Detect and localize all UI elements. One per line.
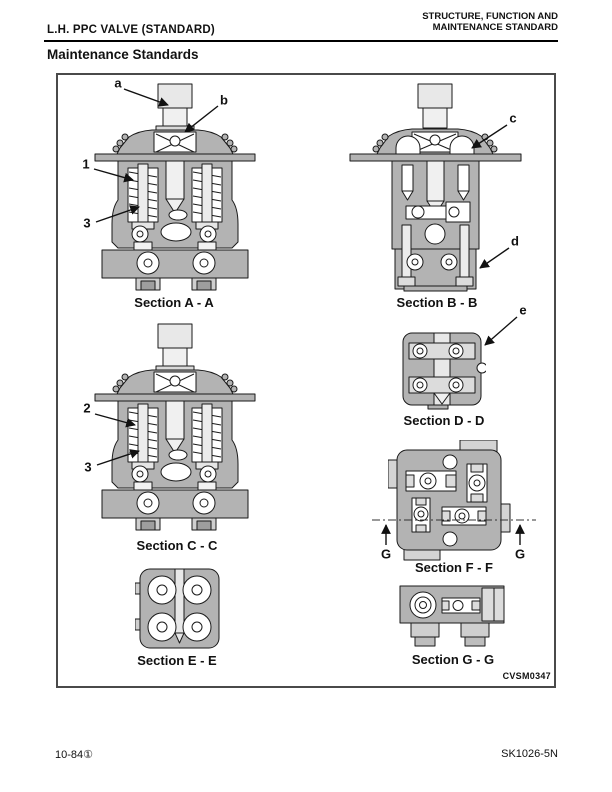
callout-label-d: d <box>511 233 519 249</box>
header-rule <box>44 40 558 42</box>
section-d-d-diagram <box>402 332 486 410</box>
caption-section-a-a: Section A - A <box>134 295 214 310</box>
callout-label-a: a <box>114 75 122 91</box>
caption-section-g-g: Section G - G <box>411 652 495 667</box>
doc-code: SK1026-5N <box>501 748 558 760</box>
section-b-b-diagram <box>349 83 522 292</box>
callout-label-c: c <box>509 110 517 126</box>
page-footer: 10-84① SK1026-5N <box>55 748 558 761</box>
caption-section-b-b: Section B - B <box>396 295 478 310</box>
section-c-c-diagram <box>94 323 256 531</box>
section-a-a-diagram <box>94 83 256 291</box>
caption-section-f-f: Section F - F <box>415 560 493 575</box>
callout-label-g-right: G <box>514 546 526 562</box>
callout-label-g-left: G <box>380 546 392 562</box>
callout-label-3-section-a: 3 <box>83 215 91 231</box>
header-right-line2: MAINTENANCE STANDARD <box>432 21 558 33</box>
section-g-g-diagram <box>399 585 505 647</box>
figure-code: CVSM0347 <box>502 671 551 681</box>
figure-box: a b 1 3 c d 2 3 e G G Section A - A Sect… <box>56 73 556 688</box>
header-right-line1: STRUCTURE, FUNCTION AND <box>422 11 558 22</box>
page-number: 10-84① <box>55 749 93 761</box>
caption-section-c-c: Section C - C <box>136 538 218 553</box>
page-header-right-title: STRUCTURE, FUNCTION AND MAINTENANCE STAN… <box>422 11 558 33</box>
caption-section-e-e: Section E - E <box>137 653 217 668</box>
callout-label-e: e <box>519 302 527 318</box>
callout-label-2: 2 <box>83 400 91 416</box>
section-e-e-diagram <box>135 568 220 649</box>
page-title: Maintenance Standards <box>47 47 199 62</box>
page-header-left-title: L.H. PPC VALVE (STANDARD) <box>47 24 215 36</box>
callout-label-1: 1 <box>82 156 90 172</box>
section-f-f-diagram <box>388 440 511 561</box>
callout-label-b: b <box>220 92 228 108</box>
caption-section-d-d: Section D - D <box>403 413 485 428</box>
callout-label-3-section-c: 3 <box>84 459 92 475</box>
